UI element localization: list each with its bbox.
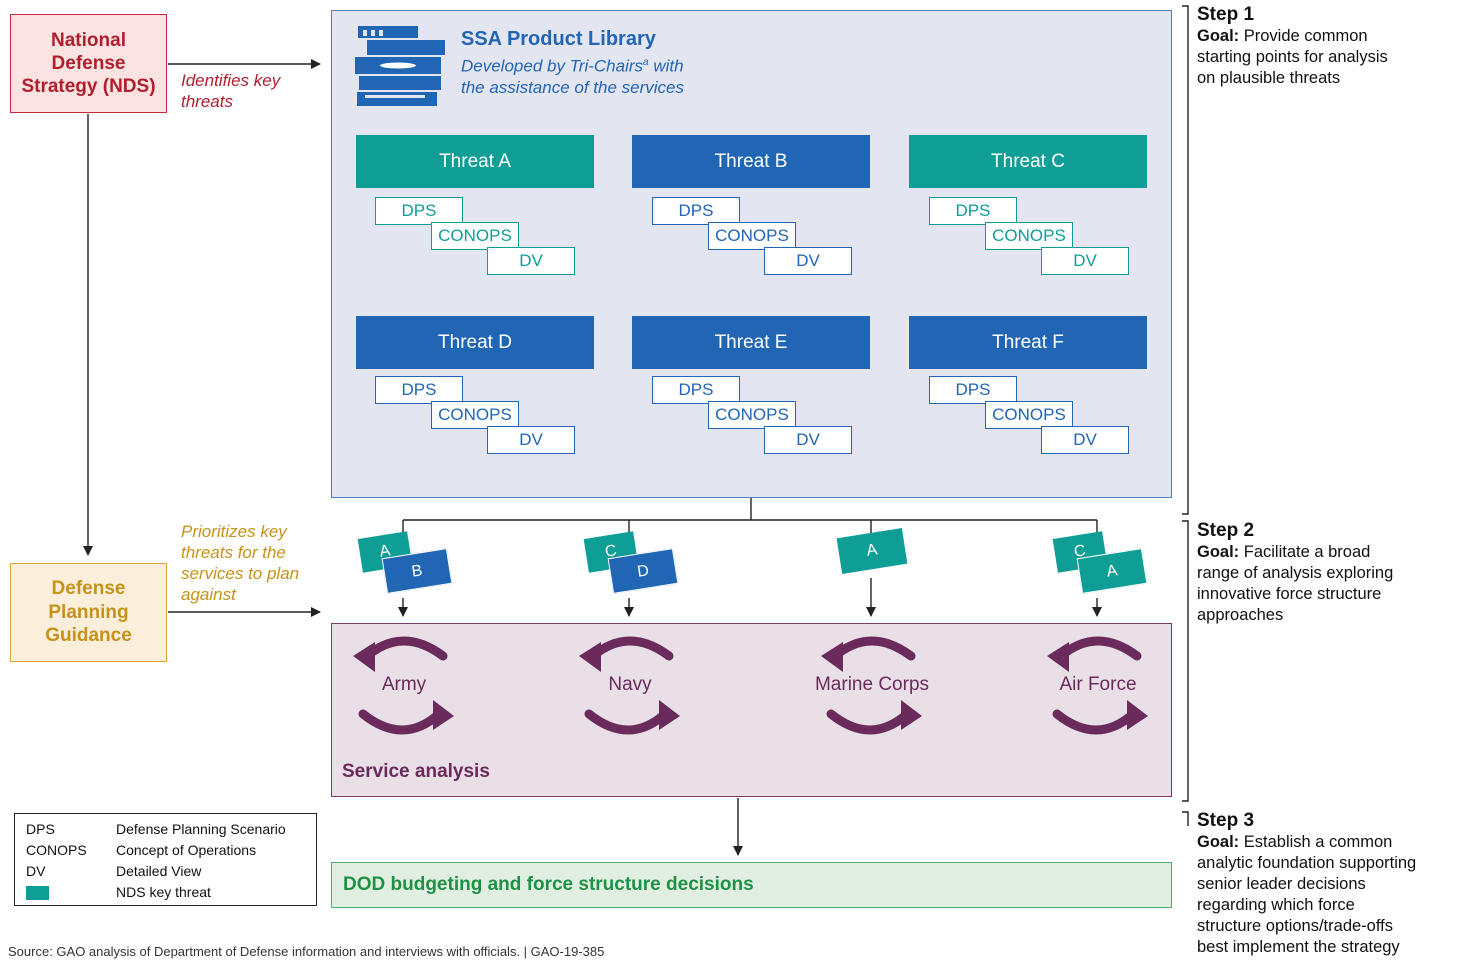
nds-label: National Defense Strategy (NDS): [21, 30, 156, 97]
library-title: SSA Product Library: [461, 28, 656, 50]
step-title: Step 2: [1197, 520, 1255, 541]
step2-bracket: [1182, 520, 1189, 802]
doc-dv: DV: [764, 247, 852, 275]
cycle-arrows-icon: [579, 636, 680, 735]
books-icon: [355, 26, 445, 106]
doc-dps: DPS: [929, 376, 1017, 404]
doc-conops: CONOPS: [985, 401, 1073, 429]
service-marine-corps-label: Marine Corps: [814, 674, 930, 695]
doc-conops: CONOPS: [708, 222, 796, 250]
step1-bracket: [1182, 5, 1189, 515]
dpg-box: Defense Planning Guidance: [10, 563, 167, 662]
step3-bracket: [1182, 811, 1189, 826]
service-analysis-box: [331, 623, 1172, 797]
threat-e-block: Threat E: [632, 316, 870, 369]
cycle-arrows-icon: [353, 636, 454, 735]
nds-box: National Defense Strategy (NDS): [10, 14, 167, 113]
doc-dps: DPS: [375, 376, 463, 404]
doc-dv: DV: [1041, 247, 1129, 275]
service-analysis-title: Service analysis: [342, 761, 490, 782]
dpg-label: Defense Planning Guidance: [45, 578, 132, 647]
marines-threat-card-a: A: [836, 528, 908, 574]
doc-dv: DV: [487, 247, 575, 275]
threat-a-block: Threat A: [356, 135, 594, 188]
threat-d-block: Threat D: [356, 316, 594, 369]
cycle-arrows-icon: [1047, 636, 1148, 735]
doc-conops: CONOPS: [431, 222, 519, 250]
nds-annotation: Identifies key threats: [181, 71, 281, 111]
threat-f-block: Threat F: [909, 316, 1147, 369]
decision-box: DOD budgeting and force structure decisi…: [331, 862, 1172, 908]
nds-key-threat-swatch: [26, 886, 49, 901]
step-2: Step 2 Goal: Facilitate a broad range of…: [1197, 520, 1452, 626]
doc-dps: DPS: [652, 376, 740, 404]
threat-c-block: Threat C: [909, 135, 1147, 188]
step-1: Step 1 Goal: Provide common starting poi…: [1197, 4, 1452, 89]
doc-dv: DV: [487, 426, 575, 454]
doc-dv: DV: [764, 426, 852, 454]
step-goal: Goal: Provide common starting points for…: [1197, 27, 1388, 87]
doc-conops: CONOPS: [708, 401, 796, 429]
dpg-annotation: Prioritizes key threats for the services…: [181, 522, 300, 604]
threat-b-block: Threat B: [632, 135, 870, 188]
step-goal: Goal: Facilitate a broad range of analys…: [1197, 543, 1394, 624]
doc-dps: DPS: [375, 197, 463, 225]
source-note: Source: GAO analysis of Department of De…: [8, 944, 605, 959]
service-navy-label: Navy: [608, 674, 652, 695]
doc-conops: CONOPS: [431, 401, 519, 429]
step-title: Step 1: [1197, 4, 1255, 25]
decision-label: DOD budgeting and force structure decisi…: [343, 874, 754, 895]
doc-conops: CONOPS: [985, 222, 1073, 250]
step-goal: Goal: Establish a common analytic founda…: [1197, 833, 1417, 956]
step-3: Step 3 Goal: Establish a common analytic…: [1197, 810, 1452, 958]
doc-dps: DPS: [929, 197, 1017, 225]
library-subtitle: Developed by Tri-Chairsa with the assist…: [461, 56, 685, 97]
service-air-force-label: Air Force: [1059, 674, 1137, 695]
cycle-arrows-icon: [821, 636, 922, 735]
service-army-label: Army: [381, 674, 427, 695]
doc-dv: DV: [1041, 426, 1129, 454]
step-title: Step 3: [1197, 810, 1255, 831]
doc-dps: DPS: [652, 197, 740, 225]
